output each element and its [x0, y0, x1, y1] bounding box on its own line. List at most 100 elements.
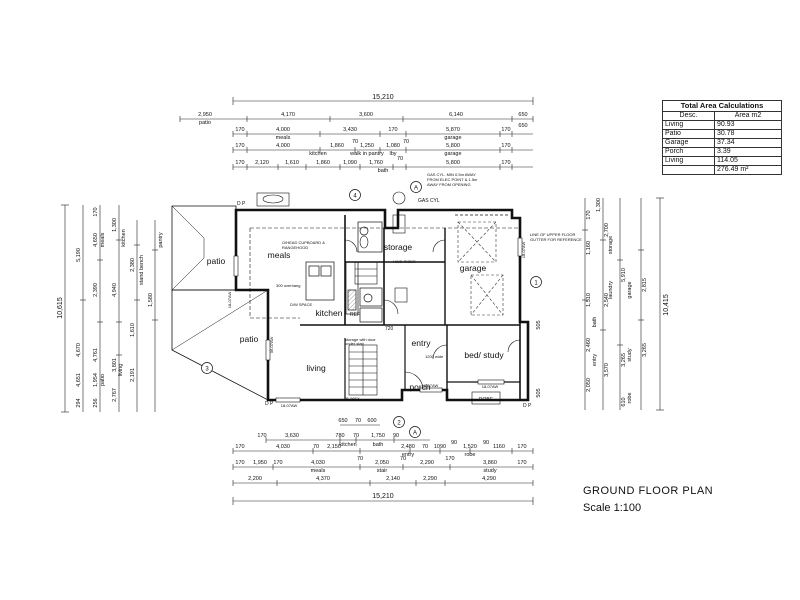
svg-text:170: 170 — [501, 160, 510, 166]
kitchen-fixtures — [305, 221, 383, 323]
table-row-total: 276.49 m² — [662, 165, 782, 175]
area-table-header-desc: Desc. — [662, 111, 715, 121]
marker-4: 4 — [353, 194, 357, 200]
svg-text:1,860: 1,860 — [316, 160, 330, 166]
svg-text:610: 610 — [621, 397, 627, 406]
svg-text:kitchen: kitchen — [121, 229, 127, 246]
svg-text:garage: garage — [444, 135, 461, 141]
section-markers: 4 A 1 3 2 A — [201, 181, 542, 438]
svg-text:lby: lby — [389, 151, 396, 157]
plan-scale: Scale 1:100 — [583, 502, 642, 514]
svg-text:D P: D P — [523, 403, 532, 409]
svg-text:3,430: 3,430 — [343, 127, 357, 133]
svg-text:stand bench: stand bench — [139, 255, 145, 285]
svg-text:2,050: 2,050 — [586, 378, 592, 392]
svg-text:2,700: 2,700 — [604, 223, 610, 237]
svg-text:170: 170 — [517, 460, 526, 466]
staircase — [348, 261, 378, 396]
right-dimension-lines — [582, 197, 664, 411]
right-overall-dim: 10,415 — [663, 294, 670, 316]
svg-text:18-07AW: 18-07AW — [227, 292, 232, 309]
svg-text:18-07AW: 18-07AW — [521, 242, 526, 259]
right-dimension-text: 10,415 1,300 1,160 2,700 5,910 2,815 3,2… — [536, 198, 670, 406]
svg-text:4,940: 4,940 — [112, 283, 118, 297]
svg-text:1,090: 1,090 — [343, 160, 357, 166]
marker-a-top: A — [414, 186, 418, 192]
marker-3: 3 — [205, 367, 209, 373]
svg-text:2,290: 2,290 — [420, 460, 434, 466]
svg-text:600: 600 — [367, 418, 376, 424]
svg-text:storage with door: storage with door — [345, 337, 376, 342]
svg-text:170: 170 — [93, 207, 99, 216]
building-outline — [171, 205, 530, 402]
svg-text:70: 70 — [357, 456, 363, 462]
svg-text:1,610: 1,610 — [285, 160, 299, 166]
svg-text:meals: meals — [311, 468, 326, 474]
svg-text:patio: patio — [100, 374, 106, 386]
svg-text:robe: robe — [627, 392, 633, 403]
svg-text:4,000: 4,000 — [276, 143, 290, 149]
svg-text:90: 90 — [483, 440, 489, 446]
plan-title: GROUND FLOOR PLAN — [583, 485, 714, 497]
svg-text:4,761: 4,761 — [93, 348, 99, 362]
svg-text:170: 170 — [501, 143, 510, 149]
room-patio-lower: patio — [240, 334, 259, 344]
svg-text:study: study — [627, 348, 633, 361]
room-entry: entry — [412, 338, 432, 348]
svg-text:2,200: 2,200 — [248, 476, 262, 482]
svg-text:505: 505 — [536, 388, 542, 397]
svg-text:170: 170 — [517, 444, 526, 450]
svg-text:laundry: laundry — [608, 281, 614, 299]
svg-text:6,140: 6,140 — [449, 112, 463, 118]
svg-text:4,000: 4,000 — [276, 127, 290, 133]
svg-text:300 overhang: 300 overhang — [276, 283, 300, 288]
svg-text:1,300: 1,300 — [596, 198, 602, 212]
svg-text:170: 170 — [388, 127, 397, 133]
svg-text:4,290: 4,290 — [482, 476, 496, 482]
room-patio-left: patio — [207, 256, 226, 266]
svg-text:3,860: 3,860 — [483, 460, 497, 466]
svg-text:170: 170 — [586, 210, 592, 219]
room-bed-study: bed/ study — [464, 350, 504, 360]
svg-text:4,030: 4,030 — [311, 460, 325, 466]
svg-text:170: 170 — [501, 127, 510, 133]
svg-text:3,570: 3,570 — [604, 363, 610, 377]
svg-text:5,190: 5,190 — [76, 248, 82, 262]
svg-text:kitchen: kitchen — [309, 151, 326, 157]
top-dimension-text: 15,210 2,950 patio 4,170 3,600 6,140 650… — [198, 94, 527, 174]
room-living: living — [306, 363, 326, 373]
wet-area-fixtures — [256, 191, 501, 405]
svg-text:3,801: 3,801 — [112, 358, 118, 372]
svg-text:2,950: 2,950 — [198, 112, 212, 118]
svg-text:70: 70 — [352, 139, 358, 145]
svg-text:GAS CYL. MIN 0.5m AWAY: GAS CYL. MIN 0.5m AWAY — [427, 172, 476, 177]
svg-text:1,300: 1,300 — [112, 218, 118, 232]
svg-text:1160: 1160 — [493, 444, 505, 450]
svg-text:storage: storage — [608, 236, 614, 254]
area-table-caption: Total Area Calculations — [662, 100, 782, 112]
svg-text:170: 170 — [257, 433, 266, 439]
area-table-header-area: Area m2 — [714, 111, 782, 121]
svg-text:5,800: 5,800 — [446, 143, 460, 149]
svg-text:living: living — [118, 364, 124, 377]
svg-text:4,670: 4,670 — [76, 343, 82, 357]
svg-text:2,150: 2,150 — [327, 444, 341, 450]
svg-text:bath: bath — [378, 168, 389, 174]
room-labels: patio meals storage garage kitchen patio… — [207, 242, 505, 403]
room-garage: garage — [460, 263, 487, 273]
svg-text:HWS RISER: HWS RISER — [393, 259, 416, 264]
svg-text:70: 70 — [397, 156, 403, 162]
svg-text:2,540: 2,540 — [604, 293, 610, 307]
svg-text:650: 650 — [338, 418, 347, 424]
svg-text:LINE OF UPPER FLOOR: LINE OF UPPER FLOOR — [530, 232, 575, 237]
svg-text:1,080: 1,080 — [386, 143, 400, 149]
svg-text:2,140: 2,140 — [386, 476, 400, 482]
svg-text:70: 70 — [422, 444, 428, 450]
svg-text:3,630: 3,630 — [285, 433, 299, 439]
svg-text:4,030: 4,030 — [276, 444, 290, 450]
door-swings — [344, 239, 521, 391]
top-overall-dim: 15,210 — [372, 94, 394, 101]
windows — [233, 237, 523, 403]
